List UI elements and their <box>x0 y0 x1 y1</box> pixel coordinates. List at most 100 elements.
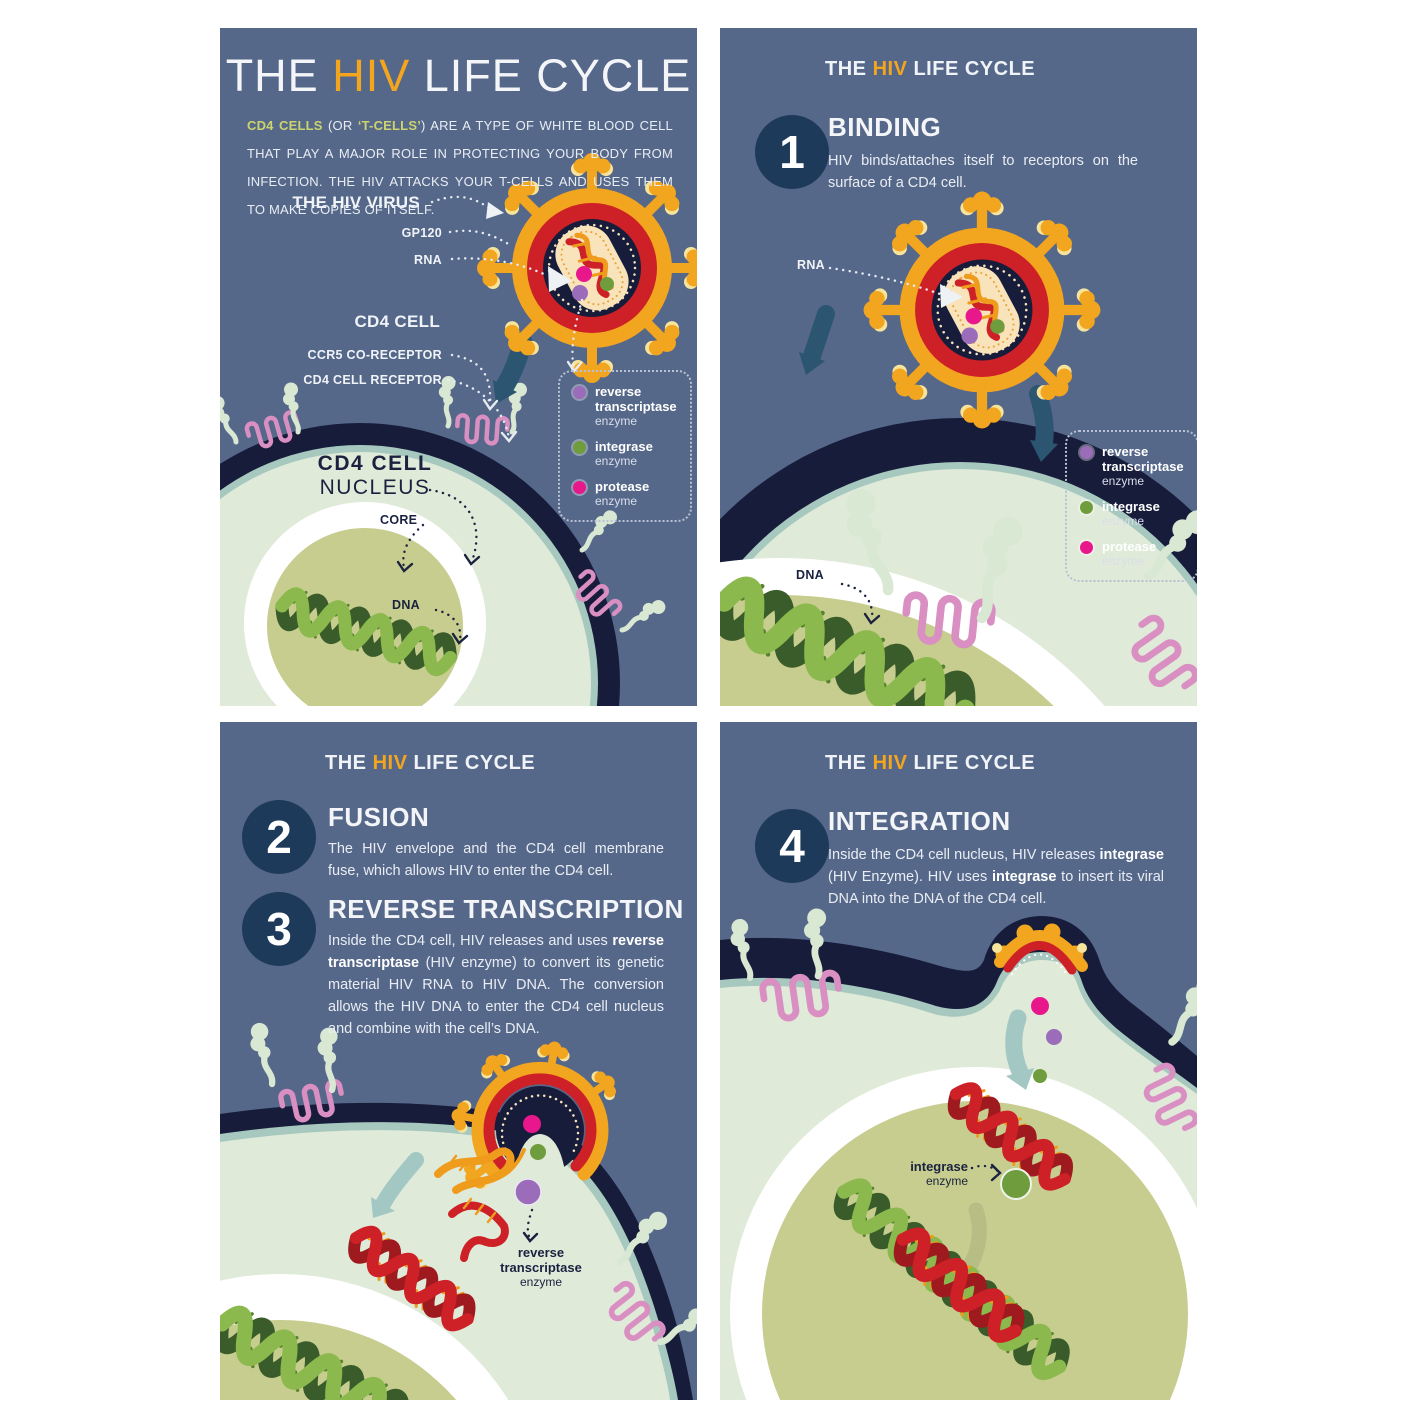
header-post: LIFE CYCLE <box>907 58 1036 80</box>
step-description-fusion: The HIV envelope and the CD4 cell membra… <box>328 841 664 879</box>
legend-name: integrase <box>1102 499 1160 514</box>
dotted-connectors <box>396 195 584 645</box>
legend-item-protease: protease enzyme <box>1080 539 1184 568</box>
legend-sub: enzyme <box>595 494 638 508</box>
fusion-illustration <box>220 722 697 1400</box>
label-gp120: GP120 <box>401 226 442 240</box>
binding-arrows <box>799 305 1058 462</box>
hiv-virus <box>864 192 1101 429</box>
legend-item-protease: protease enzyme <box>573 479 677 508</box>
header-post: LIFE CYCLE <box>907 752 1036 774</box>
label-hiv-virus: THE HIV VIRUS <box>292 193 420 212</box>
desc-part: (HIV Enzyme). HIV uses <box>828 869 992 885</box>
label-reverse-transcriptase-enzyme: reverse transcriptase enzyme <box>482 1245 600 1290</box>
title-post: LIFE CYCLE <box>410 50 692 101</box>
desc-part: Inside the CD4 cell nucleus, HIV release… <box>828 847 1100 863</box>
rt-arrow <box>371 1152 424 1218</box>
title-hiv: HIV <box>332 50 411 101</box>
intro-cd4-cells: CD4 CELLS <box>247 118 323 133</box>
step-description-reverse-transcription: Inside the CD4 cell, HIV releases and us… <box>328 930 664 1040</box>
legend-item-reverse-transcriptase: reverse transcriptase enzyme <box>573 384 677 428</box>
label-integrase-enzyme: integrase enzyme <box>868 1159 968 1189</box>
header-hiv: HIV <box>872 58 908 80</box>
desc-part: (HIV enzyme) to convert its genetic mate… <box>328 955 664 1037</box>
entry-arrow <box>1005 1009 1034 1090</box>
disintegrating-virus-envelope <box>992 923 1088 978</box>
title-pre: THE <box>225 50 333 101</box>
desc-part: to insert its viral DNA into the DNA of … <box>828 869 1165 907</box>
protease-enzyme-dot <box>523 1115 541 1133</box>
protease-dot <box>573 481 586 494</box>
step-number-3: 3 <box>242 892 316 966</box>
header-hiv: HIV <box>372 752 408 774</box>
integrase-dot <box>1080 501 1093 514</box>
label-dna: DNA <box>796 568 824 582</box>
panel-integration: THE HIV LIFE CYCLE 4 INTEGRATION Inside … <box>720 722 1197 1400</box>
step-description-integration: Inside the CD4 cell nucleus, HIV release… <box>828 844 1164 910</box>
reverse-transcriptase-dot <box>1080 446 1093 459</box>
cd4-cell-nucleus <box>244 502 486 706</box>
integrase-label-name: integrase <box>910 1159 968 1174</box>
integrase-enzyme-dot <box>1033 1069 1047 1083</box>
enzyme-legend: reverse transcriptase enzyme integrase e… <box>1065 430 1197 582</box>
label-rna: RNA <box>797 258 825 272</box>
legend-sub: enzyme <box>1102 514 1145 528</box>
legend-sub: enzyme <box>595 414 638 428</box>
rt-label-name: reverse transcriptase <box>500 1245 582 1275</box>
integrase-enzyme-large-dot <box>1000 1168 1032 1200</box>
enzyme-legend: reverse transcriptase enzyme integrase e… <box>558 370 692 522</box>
label-dna: DNA <box>392 598 420 612</box>
fusing-hiv-virus <box>448 1038 623 1200</box>
step-title-binding: BINDING <box>828 112 942 142</box>
legend-sub: enzyme <box>1102 554 1145 568</box>
panel-header: THE HIV LIFE CYCLE <box>325 752 535 775</box>
legend-name: reverse transcriptase <box>595 384 677 414</box>
label-core: CORE <box>380 513 418 527</box>
desc-bold-integrase: integrase <box>991 869 1057 885</box>
cd4-cell-nucleus <box>220 1274 509 1400</box>
step-title-fusion: FUSION <box>328 802 430 832</box>
desc-bold-reverse-transcriptase: reverse transcriptase <box>328 933 664 971</box>
label-cd4-cell: CD4 CELL <box>354 312 440 331</box>
intro-t-cells: ‘T-CELLS’ <box>357 118 422 133</box>
desc-part: Inside the CD4 cell, HIV releases and us… <box>328 933 613 949</box>
binding-illustration <box>720 28 1197 706</box>
label-ccr5-co-receptor: CCR5 CO-RECEPTOR <box>307 348 442 362</box>
label-rna: RNA <box>414 253 442 267</box>
intro-rest: ) ARE A TYPE OF WHITE BLOOD CELL THAT PL… <box>247 118 673 217</box>
step-title-reverse-transcription: REVERSE TRANSCRIPTION <box>328 894 684 924</box>
legend-name: reverse transcriptase <box>1102 444 1184 474</box>
legend-name: integrase <box>595 439 653 454</box>
released-viral-rna <box>434 1147 526 1262</box>
step-number-2: 2 <box>242 800 316 874</box>
step-title-integration: INTEGRATION <box>828 806 1011 836</box>
protease-enzyme-dot <box>1031 997 1049 1015</box>
panel-fusion-reverse-transcription: THE HIV LIFE CYCLE 2 FUSION The HIV enve… <box>220 722 697 1400</box>
legend-item-integrase: integrase enzyme <box>573 439 677 468</box>
legend-item-reverse-transcriptase: reverse transcriptase enzyme <box>1080 444 1184 488</box>
dotted-connectors <box>970 1163 1002 1182</box>
integrase-dot <box>573 441 586 454</box>
rt-label-sub: enzyme <box>519 1275 563 1289</box>
dotted-connectors <box>828 266 963 625</box>
legend-name: protease <box>1102 539 1157 554</box>
step-number-4: 4 <box>755 809 829 883</box>
header-post: LIFE CYCLE <box>407 752 536 774</box>
dotted-connectors <box>522 1208 539 1243</box>
legend-name: protease <box>595 479 650 494</box>
integrase-label-sub: enzyme <box>925 1174 968 1188</box>
page-title: THE HIV LIFE CYCLE <box>220 50 697 102</box>
header-pre: THE <box>825 58 873 80</box>
intro-text: CD4 CELLS (OR ‘T-CELLS’) ARE A TYPE OF W… <box>247 112 673 224</box>
header-hiv: HIV <box>872 752 908 774</box>
legend-item-integrase: integrase enzyme <box>1080 499 1184 528</box>
integrase-enzyme-dot <box>530 1144 546 1160</box>
reverse-transcriptase-dot <box>573 386 586 399</box>
label-cd4-cell-nucleus: CD4 CELL NUCLEUS <box>285 452 465 500</box>
header-pre: THE <box>325 752 373 774</box>
overview-illustration <box>220 28 697 706</box>
protease-dot <box>1080 541 1093 554</box>
reverse-transcriptase-enzyme-dot <box>514 1178 542 1206</box>
nucleus-label-bold: CD4 CELL <box>317 452 433 475</box>
